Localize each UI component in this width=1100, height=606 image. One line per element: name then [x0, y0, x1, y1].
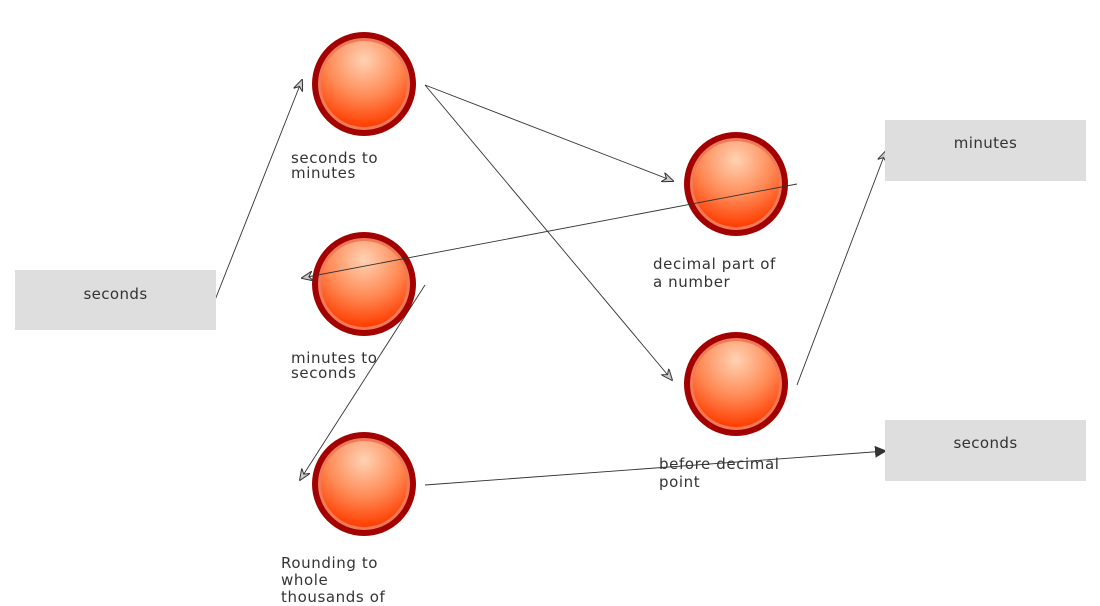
edge-seconds-to-sec-to-min [214, 80, 302, 301]
node-decimal-part[interactable] [684, 132, 788, 236]
output-seconds-label: seconds [953, 434, 1018, 452]
edge-rounding-to-seconds-output [424, 445, 887, 486]
node-label-decimal-part: decimal part of a number [653, 255, 776, 291]
output-minutes-label: minutes [953, 134, 1018, 152]
node-seconds-to-minutes[interactable] [312, 32, 416, 136]
edge-sec-to-min-to-before-decimal [424, 84, 672, 380]
node-label-minutes-to-seconds: minutes to seconds [291, 349, 378, 382]
node-label-seconds-to-minutes: seconds to minutes [291, 149, 379, 182]
edge-decimal-part-to-min-to-sec [302, 183, 798, 278]
edge-sec-to-min-to-decimal-part [424, 84, 673, 181]
nodes [312, 32, 788, 536]
edge-before-decimal-to-minutes [796, 151, 886, 386]
node-minutes-to-seconds[interactable] [312, 232, 416, 336]
node-rounding[interactable] [312, 432, 416, 536]
input-seconds-label: seconds [83, 285, 148, 303]
edges [214, 80, 887, 486]
node-before-decimal[interactable] [684, 332, 788, 436]
node-label-before-decimal: before decimal point [659, 455, 780, 491]
node-label-rounding: Rounding to whole thousands of [281, 554, 386, 606]
output-seconds-box[interactable]: seconds [885, 420, 1086, 481]
edge-min-to-sec-to-rounding [300, 284, 426, 480]
input-seconds-box[interactable]: seconds [15, 270, 216, 330]
output-minutes-box[interactable]: minutes [885, 120, 1086, 181]
